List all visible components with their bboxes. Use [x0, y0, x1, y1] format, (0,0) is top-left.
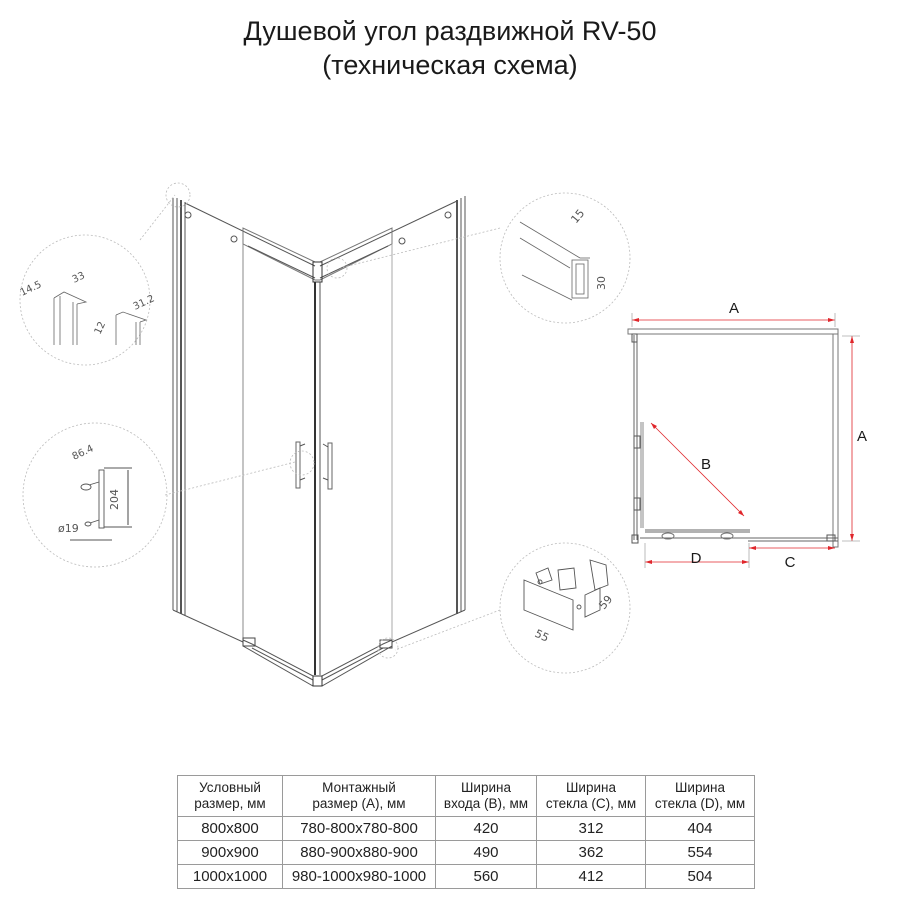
cell-mounting-size: 980-1000x980-1000	[282, 864, 436, 889]
cell-entry-width: 560	[435, 864, 537, 889]
plan-dimensions	[631, 313, 860, 568]
svg-text:15: 15	[568, 207, 587, 226]
shower-enclosure-isometric	[172, 196, 466, 687]
cell-glass-width-c: 412	[536, 864, 646, 889]
svg-text:33: 33	[71, 270, 87, 285]
table-row: 800x800 780-800x780-800 420 312 404	[177, 816, 755, 841]
cell-nominal-size: 1000x1000	[177, 864, 283, 889]
cell-entry-width: 490	[435, 840, 537, 865]
label-b: B	[701, 456, 711, 473]
label-a-side: A	[857, 428, 867, 445]
plan-view	[627, 328, 839, 548]
page-title: Душевой угол раздвижной RV-50 (техническ…	[0, 14, 900, 82]
svg-text:12: 12	[93, 320, 108, 336]
cell-glass-width-c: 362	[536, 840, 646, 865]
plan-labels: A A B D C	[691, 300, 867, 571]
cell-glass-width-c: 312	[536, 816, 646, 841]
detail-callouts	[19, 182, 631, 674]
cell-mounting-size: 780-800x780-800	[282, 816, 436, 841]
detail-bracket: 55 59	[523, 559, 615, 645]
label-d: D	[691, 550, 702, 567]
cell-nominal-size: 800x800	[177, 816, 283, 841]
title-line-1: Душевой угол раздвижной RV-50	[243, 16, 657, 46]
svg-text:30: 30	[595, 276, 608, 290]
svg-text:31.2: 31.2	[132, 293, 157, 312]
svg-text:55: 55	[533, 627, 551, 645]
detail-profile-top-left: 14.5 33 31.2 12	[19, 270, 157, 345]
title-line-2: (техническая схема)	[322, 50, 578, 80]
svg-text:86.4: 86.4	[71, 443, 96, 462]
table-row: 1000x1000 980-1000x980-1000 560 412 504	[177, 864, 755, 889]
svg-text:ø19: ø19	[58, 522, 79, 535]
cell-mounting-size: 880-900x880-900	[282, 840, 436, 865]
cell-glass-width-d: 504	[645, 864, 755, 889]
cell-nominal-size: 900x900	[177, 840, 283, 865]
svg-text:59: 59	[596, 593, 615, 612]
label-a-top: A	[729, 300, 739, 317]
cell-entry-width: 420	[435, 816, 537, 841]
svg-text:204: 204	[108, 489, 121, 510]
detail-profile-top-right: 15 30	[519, 207, 608, 301]
cell-glass-width-d: 554	[645, 840, 755, 865]
detail-handle: 204 86.4 ø19	[58, 443, 132, 541]
label-c: C	[785, 554, 796, 571]
table-row: 900x900 880-900x880-900 490 362 554	[177, 840, 755, 865]
cell-glass-width-d: 404	[645, 816, 755, 841]
